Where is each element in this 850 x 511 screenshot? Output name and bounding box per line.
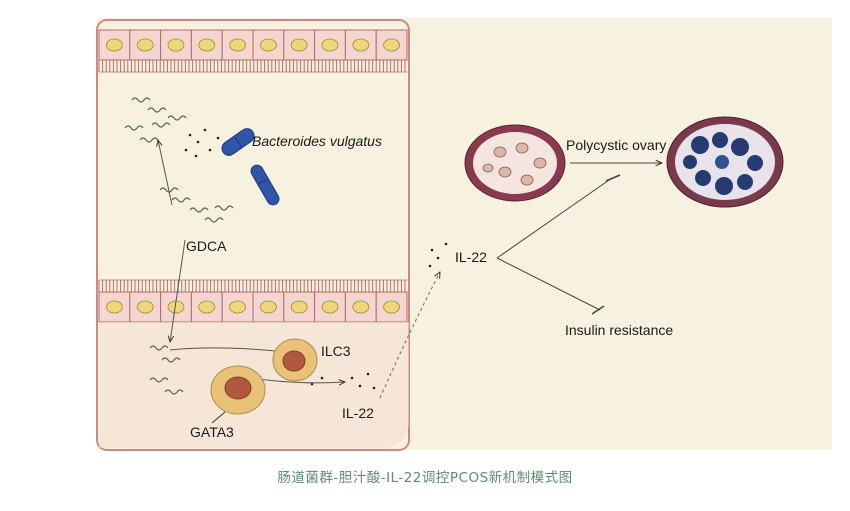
tbar-ovary: [605, 174, 621, 182]
cell-nucleus: [136, 300, 154, 314]
cytokine-dot: [430, 248, 434, 252]
bile-acid-molecule: [161, 357, 181, 363]
cell-nucleus: [229, 300, 247, 314]
cell-nucleus: [321, 38, 339, 52]
ilc3-cell: [272, 338, 318, 382]
bile-acid-molecule: [151, 122, 171, 128]
polycystic-ovary-icon: [666, 116, 784, 208]
bile-acid-molecule: [167, 115, 187, 121]
cytokine-dot: [216, 136, 220, 140]
cell-nucleus: [106, 38, 123, 52]
tissue-outline: [96, 19, 410, 451]
cytokine-dot: [203, 128, 207, 132]
cytokine-dot: [358, 384, 362, 388]
bile-acid-molecules: [124, 97, 234, 395]
bile-acid-molecule: [204, 217, 224, 223]
gata3-label: GATA3: [190, 424, 234, 440]
normal-ovary-icon: [464, 124, 566, 202]
tbar-insulin: [591, 305, 605, 315]
bile-acid-molecule: [189, 207, 209, 213]
top-epithelium: [98, 29, 408, 73]
bile-acid-molecule: [214, 205, 234, 211]
il22-mid-label: IL-22: [455, 249, 487, 265]
cytokine-dot: [320, 376, 324, 380]
cell-nucleus: [321, 300, 339, 314]
cell-nucleus: [229, 38, 247, 52]
cell-nucleus: [167, 38, 185, 52]
cytokine-dot: [196, 140, 200, 144]
gata3-cell: [210, 365, 266, 415]
arrow-to-ovary: [496, 177, 613, 259]
bottom-epithelium: [98, 279, 408, 323]
bile-acid-molecule: [139, 137, 159, 143]
cytokine-dot: [444, 242, 448, 246]
cytokine-dot: [350, 376, 354, 380]
cell-nucleus: [290, 300, 308, 314]
bile-acid-molecule: [149, 377, 169, 383]
bile-acid-molecule: [124, 125, 144, 131]
bile-acid-molecule: [171, 197, 191, 203]
bacteroides-icon: [221, 128, 280, 206]
polycystic-ovary-label: Polycystic ovary: [566, 137, 666, 153]
cell-nucleus: [259, 38, 277, 52]
cell-nucleus: [106, 300, 123, 314]
cytokine-dot: [184, 148, 188, 152]
figure-caption: 肠道菌群-胆汁酸-IL-22调控PCOS新机制模式图: [277, 470, 573, 486]
cell-nucleus: [198, 300, 216, 314]
cell-nucleus: [383, 300, 401, 314]
arrow-to-il22: [379, 272, 440, 399]
arrow-gata3: [169, 347, 285, 352]
gata3-pointer: [211, 411, 226, 424]
bacteria-label: Bacteroides vulgatus: [252, 133, 382, 149]
cell-nucleus: [383, 38, 401, 52]
cytokine-dot: [372, 386, 376, 390]
il22-lower-label: IL-22: [342, 405, 374, 421]
cell-nucleus: [352, 38, 370, 52]
ilc3-label: ILC3: [321, 343, 351, 359]
bile-acid-molecule: [147, 107, 167, 113]
epithelial-cell: [375, 291, 408, 323]
bile-acid-molecule: [149, 345, 169, 351]
cell-nucleus: [136, 38, 154, 52]
insulin-resistance-label: Insulin resistance: [565, 322, 673, 338]
cell-nucleus: [198, 38, 216, 52]
cell-nucleus: [259, 300, 277, 314]
cytokine-dot: [208, 148, 212, 152]
arrow-gdca-up: [158, 140, 173, 206]
cell-nucleus: [352, 300, 370, 314]
cell-nucleus: [290, 38, 308, 52]
cytokine-dot: [428, 264, 432, 268]
arrow-gdca-down: [170, 239, 186, 342]
intestine-panel: Bacteroides vulgatus GDCA ILC3 GATA3 IL-…: [96, 19, 448, 451]
arrow-to-insulin: [496, 257, 601, 311]
cytokine-dot: [436, 256, 440, 260]
cytokine-dot: [188, 133, 192, 137]
cytokine-dot: [194, 154, 198, 158]
bile-acid-molecule: [131, 97, 151, 103]
cytokine-dot: [366, 372, 370, 376]
gdca-label: GDCA: [186, 238, 227, 254]
bile-acid-molecule: [164, 389, 184, 395]
